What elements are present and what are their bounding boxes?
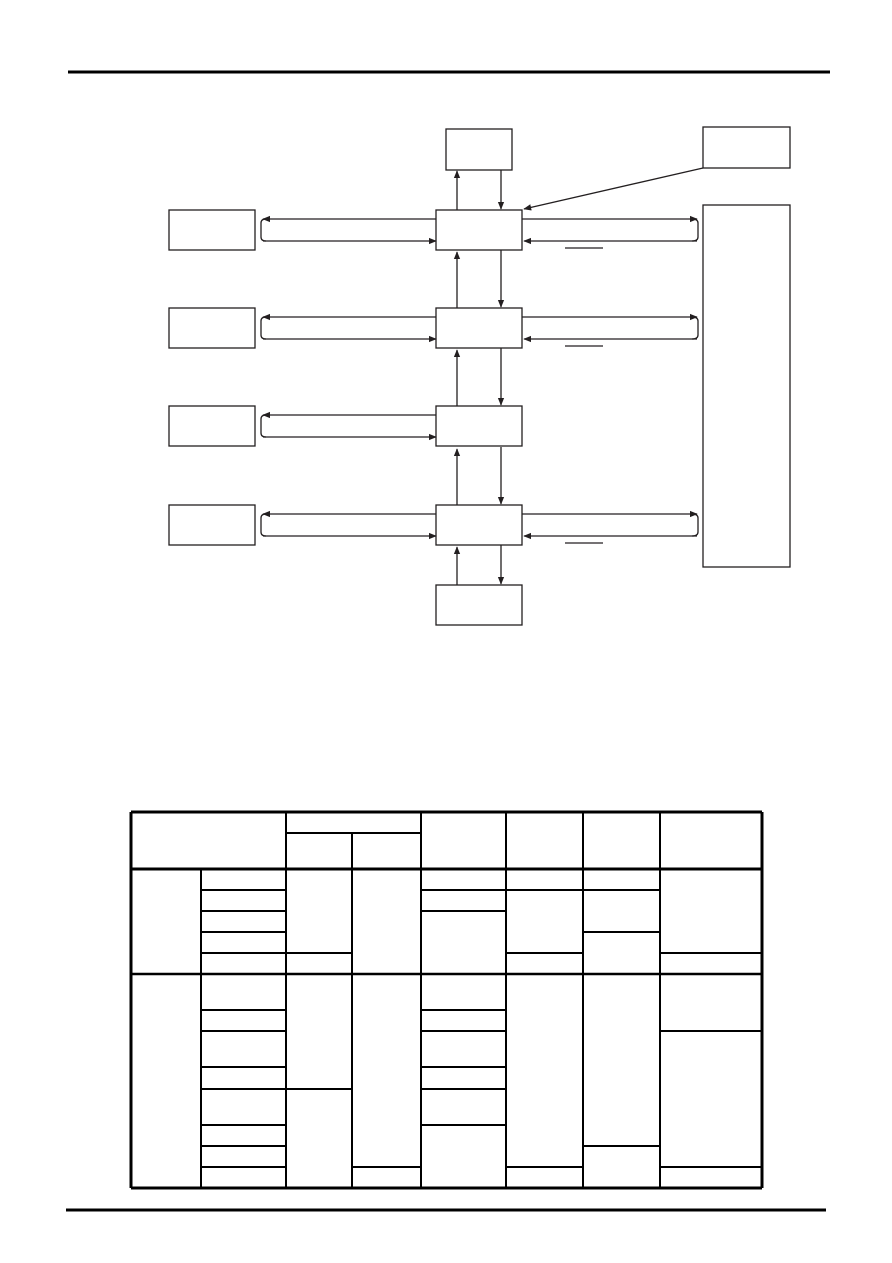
left-block-3 (168, 405, 256, 447)
left-bracket-3 (260, 414, 267, 438)
spec-table (129, 810, 764, 1190)
right-bracket-2 (691, 316, 699, 340)
left-block-4 (168, 504, 256, 546)
center-block-4 (435, 504, 523, 546)
right-tall-block (702, 204, 791, 568)
bottom-block (435, 584, 523, 626)
center-block-1 (435, 209, 523, 251)
left-block-1 (168, 209, 256, 251)
center-block-2 (435, 307, 523, 349)
top-right-block (702, 126, 791, 169)
left-block-2 (168, 307, 256, 349)
left-bracket-2 (260, 316, 267, 340)
center-block-3 (435, 405, 523, 447)
right-bracket-1 (691, 218, 699, 242)
top-block (445, 128, 513, 171)
block-diagram (168, 126, 791, 626)
right-bracket-4 (691, 513, 699, 537)
left-bracket-4 (260, 513, 267, 537)
diagonal-arrow (523, 167, 704, 211)
left-bracket-1 (260, 218, 267, 242)
